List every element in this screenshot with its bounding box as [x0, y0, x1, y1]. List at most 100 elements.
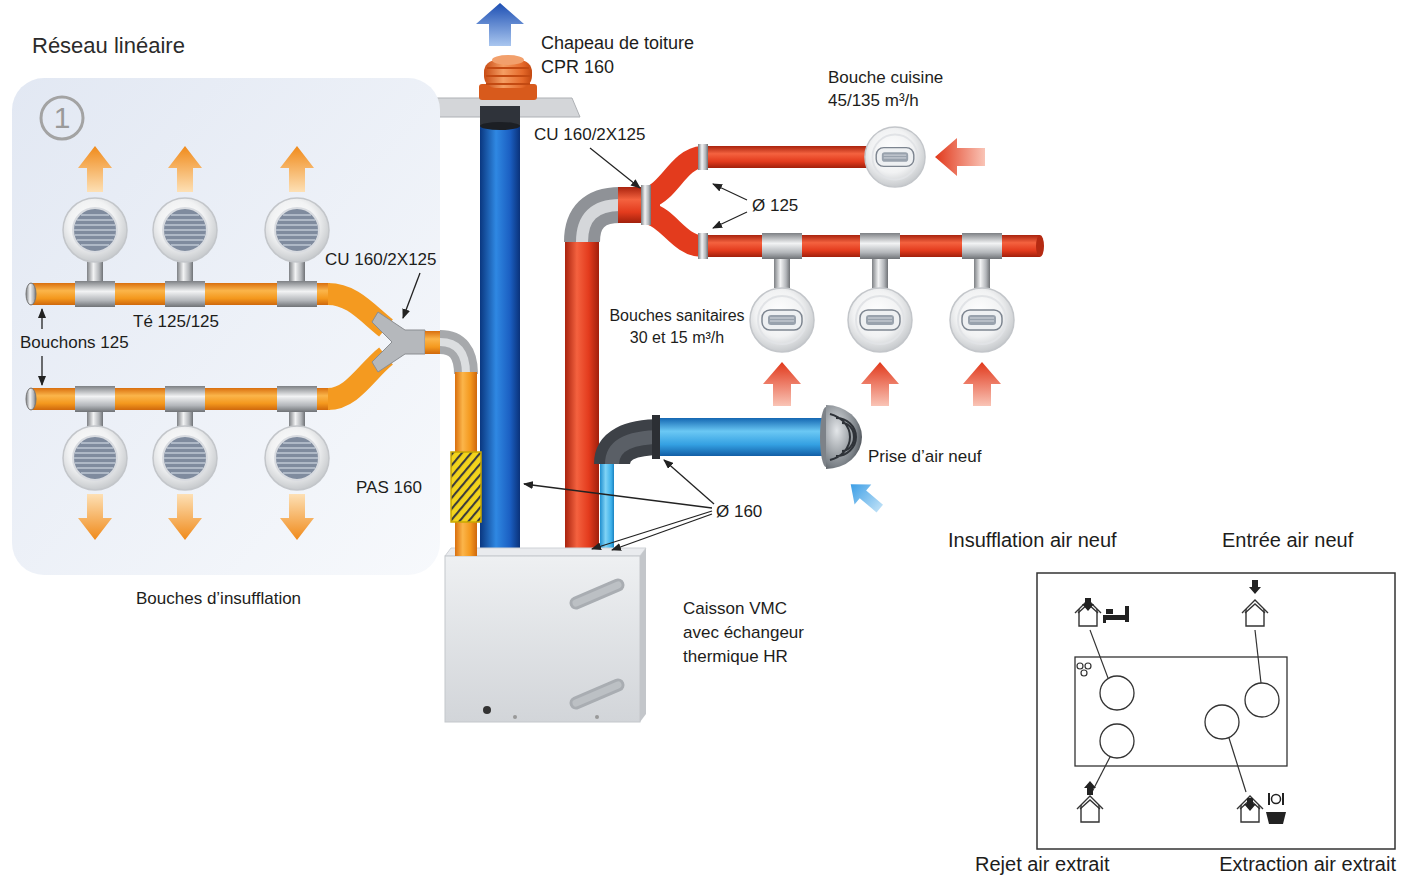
port-schematic	[1268, 793, 1270, 805]
vmc-unit	[640, 548, 646, 722]
extract-network	[950, 288, 1014, 352]
port-schematic	[1244, 798, 1256, 811]
part-label: PAS 160	[356, 477, 422, 498]
leader-lines	[403, 273, 420, 318]
port-schematic	[1249, 580, 1261, 594]
dimension-label: Ø 160	[716, 501, 762, 522]
port-label: Rejet air extrait	[975, 854, 1110, 874]
leader-lines	[42, 273, 420, 385]
extract-network	[860, 233, 900, 259]
supply-arrow	[78, 494, 112, 540]
network-panel-art	[63, 426, 127, 490]
extract-network	[762, 233, 802, 259]
leader-lines	[612, 514, 712, 550]
supply-duct	[440, 342, 466, 374]
port-schematic	[1090, 630, 1108, 678]
port-schematic	[1082, 598, 1094, 611]
port-schematic	[1205, 705, 1239, 739]
supply-duct	[26, 283, 36, 305]
extract-network	[582, 205, 620, 242]
supply-duct	[75, 281, 115, 307]
part-label: Prise d’air neuf	[868, 446, 981, 467]
port-schematic	[1077, 796, 1103, 822]
extract-network	[763, 362, 801, 406]
extract-network	[1036, 235, 1044, 257]
extract-network	[565, 127, 1044, 562]
supply-duct	[451, 452, 481, 522]
extract-network	[582, 205, 620, 242]
extract-network	[641, 185, 651, 225]
port-label: Entrée air neuf	[1222, 529, 1353, 551]
extract-network	[865, 127, 925, 187]
part-label: Chapeau de toiture CPR 160	[541, 31, 716, 79]
roof-outlet	[492, 55, 524, 65]
vmc-unit	[513, 715, 517, 719]
vmc-unit	[576, 585, 618, 603]
fresh-air-inlet	[830, 414, 856, 460]
leader-lines	[524, 484, 712, 508]
extract-network	[698, 144, 708, 170]
leader-lines	[524, 148, 747, 550]
vmc-unit	[445, 548, 646, 722]
fresh-air-inlet	[655, 418, 827, 456]
port-legend-box: Insufflation air neufEntrée air neufReje…	[1036, 572, 1396, 850]
part-label: Bouche cuisine 45/135 m³/h	[828, 66, 968, 112]
supply-duct	[26, 388, 36, 410]
network-panel-art	[265, 198, 329, 262]
extract-network	[774, 258, 790, 288]
panel-title: Réseau linéaire	[32, 32, 185, 60]
vmc-unit	[595, 715, 599, 719]
leader-lines	[41, 309, 42, 329]
port-schematic	[1037, 573, 1395, 849]
supply-arrow	[280, 146, 314, 192]
vmc-unit	[483, 706, 491, 714]
dimension-label: Ø 125	[752, 195, 798, 216]
network-panel-art	[63, 198, 127, 262]
port-schematic	[1100, 676, 1279, 758]
supply-arrow	[168, 494, 202, 540]
fresh-air-inlet	[842, 474, 888, 518]
leader-lines	[713, 212, 747, 228]
supply-duct	[440, 342, 466, 374]
extract-network	[618, 187, 644, 223]
leader-lines	[713, 184, 747, 200]
port-schematic	[1036, 572, 1396, 850]
port-schematic	[1106, 609, 1113, 614]
supply-arrow	[78, 146, 112, 192]
extract-network	[935, 138, 985, 176]
leader-lines	[590, 148, 640, 188]
port-schematic	[1077, 630, 1261, 792]
extract-network	[963, 362, 1001, 406]
extract-network	[848, 288, 912, 352]
fresh-air-inlet	[652, 415, 660, 459]
port-schematic	[1242, 600, 1268, 626]
part-label: Té 125/125	[133, 311, 219, 332]
supply-duct	[75, 386, 115, 412]
extract-network	[698, 233, 708, 259]
roof-outlet	[480, 125, 520, 562]
vmc-unit	[445, 556, 640, 722]
network-panel-art	[153, 198, 217, 262]
vmc-unit	[576, 685, 618, 703]
extract-network	[974, 258, 990, 288]
port-schematic	[1085, 663, 1091, 669]
network-panel-art	[153, 426, 217, 490]
port-schematic	[1100, 724, 1134, 758]
leader-lines	[592, 511, 712, 549]
network-panel: Réseau linéaire	[12, 78, 440, 575]
network-panel-art	[12, 78, 440, 575]
supply-duct	[372, 312, 425, 372]
port-schematic	[1103, 615, 1106, 623]
port-schematic	[1077, 663, 1083, 669]
port-schematic	[1229, 738, 1246, 792]
port-label: Extraction air extrait	[1219, 854, 1396, 874]
leader-lines	[664, 460, 714, 504]
port-schematic	[1266, 812, 1286, 824]
port-schematic	[1100, 676, 1134, 710]
supply-arrow	[168, 146, 202, 192]
supply-arrow	[280, 494, 314, 540]
part-label: Bouches d’insufflation	[136, 588, 301, 609]
part-label: Bouches sanitaires 30 et 15 m³/h	[607, 305, 747, 349]
vmc-unit	[576, 585, 618, 603]
